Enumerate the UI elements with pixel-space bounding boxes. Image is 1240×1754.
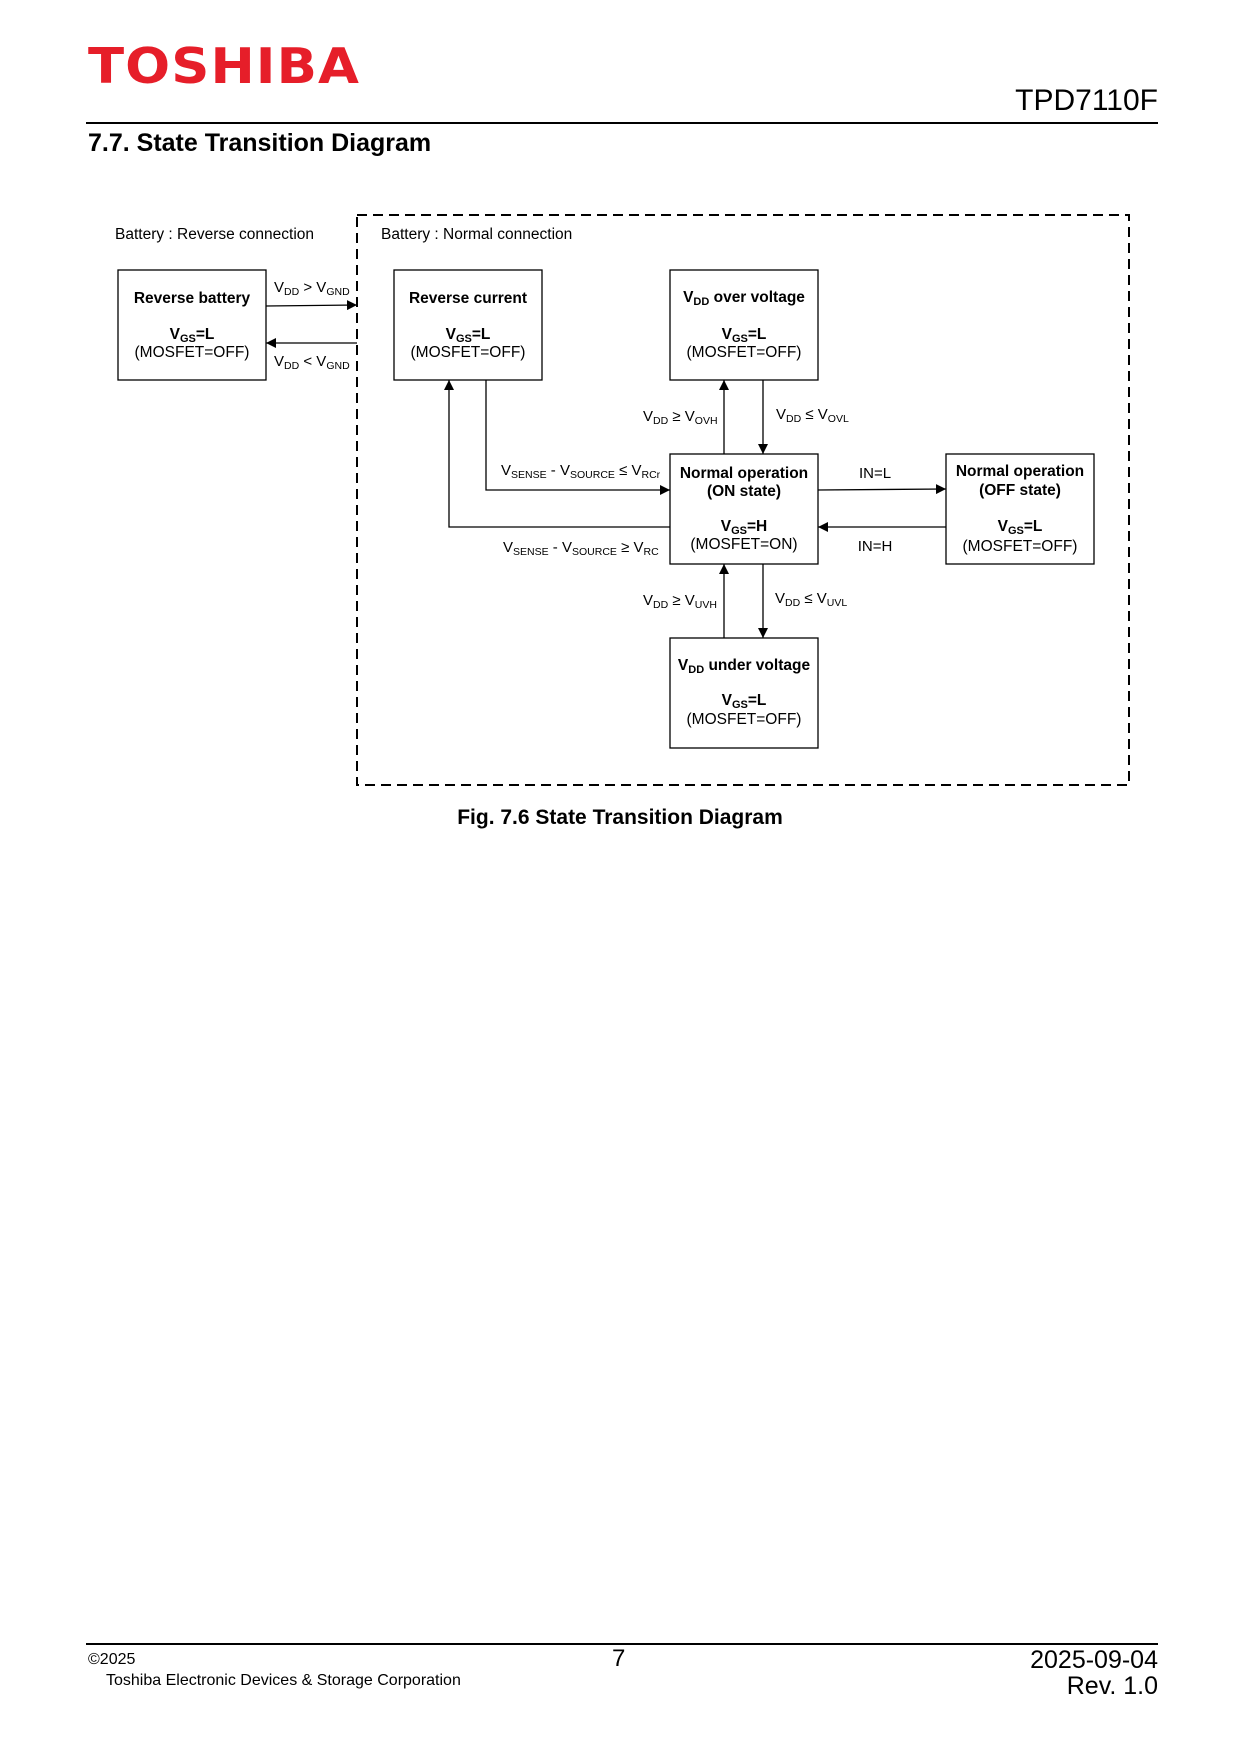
state-reverse-current-mosfet: (MOSFET=OFF) bbox=[411, 344, 526, 361]
state-normal-on-box bbox=[669, 453, 819, 565]
state-under-voltage-title: VDD under voltage bbox=[678, 657, 811, 676]
state-under-voltage-mosfet: (MOSFET=OFF) bbox=[687, 711, 802, 728]
section-title: 7.7. State Transition Diagram bbox=[88, 129, 432, 157]
state-reverse-current-title: Reverse current bbox=[409, 290, 527, 307]
document-revision: Rev. 1.0 bbox=[1066, 1672, 1158, 1700]
document-id: TPD7110F bbox=[1015, 84, 1158, 117]
page-number: 7 bbox=[612, 1645, 626, 1672]
state-under-voltage-box bbox=[669, 637, 819, 749]
arrow-reverse-current-to-normal bbox=[485, 380, 670, 495]
label-vdd-lt-vgnd: VDD < VGND bbox=[274, 353, 350, 372]
arrow-reverse-to-normal bbox=[265, 300, 358, 311]
label-vdd-ge-vovh: VDD ≥ VOVH bbox=[643, 408, 718, 427]
state-reverse-current-box bbox=[393, 269, 543, 381]
state-normal-on-title-line1: Normal operation bbox=[680, 465, 808, 482]
state-normal-on-vgs: VGS=H bbox=[721, 518, 768, 537]
footer-rule bbox=[86, 1643, 1158, 1645]
normal-connection-region bbox=[356, 214, 1130, 786]
label-in-h: IN=H bbox=[858, 538, 893, 555]
document-date: 2025-09-04 bbox=[1030, 1646, 1158, 1674]
state-over-voltage-title: VDD over voltage bbox=[683, 289, 805, 308]
state-reverse-battery-vgs: VGS=L bbox=[170, 326, 215, 345]
state-normal-off-vgs: VGS=L bbox=[998, 518, 1043, 537]
state-normal-off-mosfet: (MOSFET=OFF) bbox=[963, 538, 1078, 555]
normal-connection-label: Battery : Normal connection bbox=[381, 226, 572, 243]
label-vdd-gt-vgnd: VDD > VGND bbox=[274, 279, 350, 298]
company-name: Toshiba Electronic Devices & Storage Cor… bbox=[106, 1672, 461, 1689]
state-normal-off-box bbox=[945, 453, 1095, 565]
arrow-on-to-off bbox=[817, 484, 947, 495]
state-normal-off-title-line1: Normal operation bbox=[956, 463, 1084, 480]
label-sense-le-vrcr: VSENSE - VSOURCE ≤ VRCr bbox=[501, 462, 661, 481]
label-sense-ge-vrc: VSENSE - VSOURCE ≥ VRC bbox=[503, 539, 659, 558]
state-over-voltage-box bbox=[669, 269, 819, 381]
state-reverse-battery-mosfet: (MOSFET=OFF) bbox=[135, 344, 250, 361]
state-reverse-current-vgs: VGS=L bbox=[446, 326, 491, 345]
label-vdd-ge-vuvh: VDD ≥ VUVH bbox=[643, 592, 717, 611]
reverse-connection-label: Battery : Reverse connection bbox=[115, 226, 314, 243]
state-normal-on-mosfet: (MOSFET=ON) bbox=[690, 536, 797, 553]
header-rule bbox=[86, 122, 1158, 124]
state-reverse-battery-box bbox=[117, 269, 267, 381]
label-in-l: IN=L bbox=[859, 465, 891, 482]
state-transition-diagram: Battery : Reverse connection Battery : N… bbox=[115, 214, 1130, 786]
state-normal-off-title-line2: (OFF state) bbox=[979, 482, 1061, 499]
state-over-voltage-mosfet: (MOSFET=OFF) bbox=[687, 344, 802, 361]
state-under-voltage-vgs: VGS=L bbox=[722, 692, 767, 711]
state-reverse-battery-title: Reverse battery bbox=[134, 290, 251, 307]
label-vdd-le-vuvl: VDD ≤ VUVL bbox=[775, 590, 847, 609]
arrow-normal-to-reverse-current bbox=[444, 380, 670, 528]
copyright: ©2025 bbox=[88, 1651, 136, 1668]
toshiba-logo: TOSHIBA bbox=[88, 38, 361, 95]
state-over-voltage-vgs: VGS=L bbox=[722, 326, 767, 345]
label-vdd-le-vovl: VDD ≤ VOVL bbox=[776, 406, 849, 425]
figure-caption: Fig. 7.6 State Transition Diagram bbox=[457, 806, 783, 829]
state-normal-on-title-line2: (ON state) bbox=[707, 483, 781, 500]
